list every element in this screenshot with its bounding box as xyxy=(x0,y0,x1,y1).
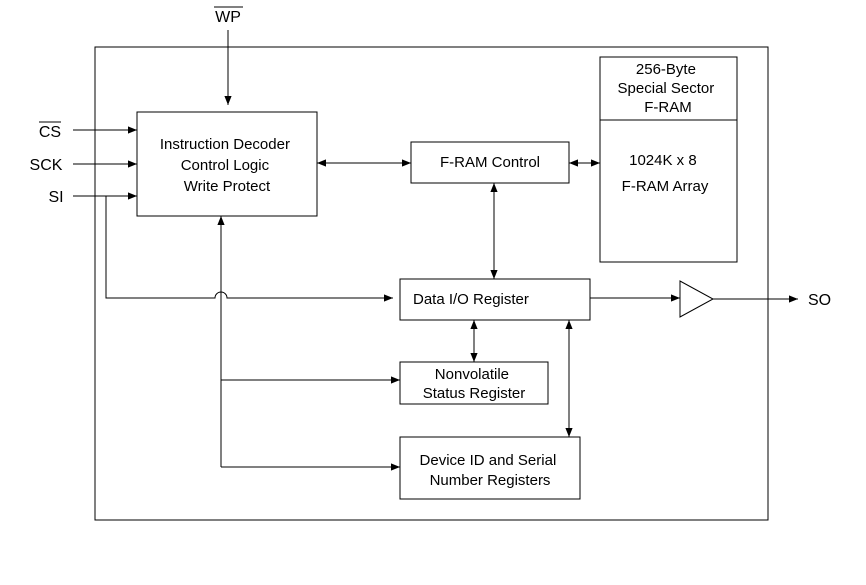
so-pin-label: SO xyxy=(808,292,831,309)
data-io-register-block xyxy=(399,278,591,321)
wp-pin-label: WP xyxy=(215,9,241,26)
device-id-registers-block xyxy=(399,436,581,500)
fram-array-label: 1024K x 8 F-RAM Array xyxy=(622,152,709,195)
sck-pin-label: SCK xyxy=(30,157,63,174)
fram-control-block xyxy=(410,141,570,184)
fram-array-block xyxy=(599,56,738,263)
cs-pin-label: CS xyxy=(39,124,61,141)
status-register-label: Nonvolatile Status Register xyxy=(423,366,526,402)
special-sector-label: 256-Byte Special Sector F-RAM xyxy=(618,61,719,116)
device-id-registers-label: Device ID and Serial Number Registers xyxy=(420,452,561,489)
si-to-data-io-wire xyxy=(105,196,393,302)
data-io-register-label: Data I/O Register xyxy=(413,291,529,308)
instruction-decoder-block xyxy=(136,111,318,217)
fram-control-label: F-RAM Control xyxy=(440,154,540,171)
si-pin-label: SI xyxy=(48,189,63,206)
instruction-decoder-label: Instruction Decoder Control Logic Write … xyxy=(160,136,294,195)
output-buffer-symbol xyxy=(679,280,715,318)
